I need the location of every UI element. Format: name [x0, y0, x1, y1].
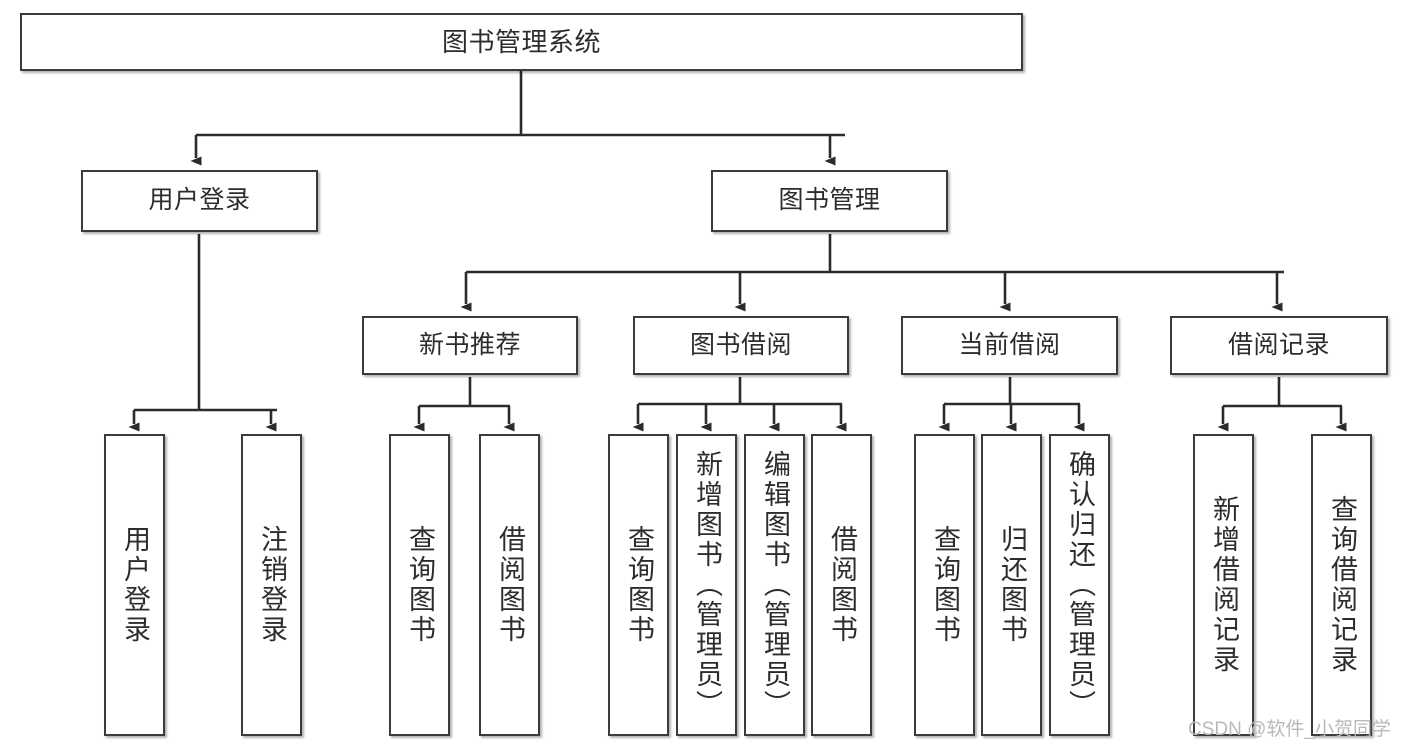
node-user-login[interactable]: 用户登录 — [81, 170, 318, 232]
node-label: 图书管理 — [778, 186, 881, 215]
node-leaf-confirm-return[interactable]: 确认归还（管理员） — [1049, 434, 1110, 736]
node-book-borrow[interactable]: 图书借阅 — [633, 316, 849, 375]
node-label: 图书管理系统 — [441, 26, 601, 57]
node-label: 借阅图书 — [827, 525, 857, 645]
node-label: 图书借阅 — [689, 330, 792, 359]
node-current-borrow[interactable]: 当前借阅 — [901, 316, 1118, 375]
node-new-book-recommend[interactable]: 新书推荐 — [362, 316, 578, 375]
node-label: 用户登录 — [148, 186, 251, 215]
node-root-book-management-system[interactable]: 图书管理系统 — [20, 13, 1023, 71]
node-label: 查询图书 — [930, 525, 960, 645]
node-leaf-borrow-book-1[interactable]: 借阅图书 — [479, 434, 540, 736]
node-label: 查询图书 — [405, 525, 435, 645]
node-leaf-add-book[interactable]: 新增图书（管理员） — [676, 434, 737, 736]
node-leaf-edit-book[interactable]: 编辑图书（管理员） — [744, 434, 805, 736]
node-leaf-query-book-1[interactable]: 查询图书 — [389, 434, 450, 736]
node-label: 编辑图书（管理员） — [760, 450, 790, 720]
node-label: 当前借阅 — [958, 330, 1061, 359]
node-label: 确认归还（管理员） — [1065, 450, 1095, 720]
node-label: 新增图书（管理员） — [692, 450, 722, 720]
node-leaf-add-record[interactable]: 新增借阅记录 — [1193, 434, 1254, 736]
node-leaf-return-book[interactable]: 归还图书 — [981, 434, 1042, 736]
node-book-manage[interactable]: 图书管理 — [711, 170, 948, 232]
node-leaf-query-book-2[interactable]: 查询图书 — [608, 434, 669, 736]
node-leaf-logout[interactable]: 注销登录 — [241, 434, 302, 736]
node-leaf-user-login[interactable]: 用户登录 — [104, 434, 165, 736]
node-label: 注销登录 — [257, 525, 287, 645]
node-leaf-query-record[interactable]: 查询借阅记录 — [1311, 434, 1372, 736]
node-leaf-borrow-book-2[interactable]: 借阅图书 — [811, 434, 872, 736]
node-label: 新书推荐 — [418, 330, 521, 359]
node-label: 新增借阅记录 — [1209, 495, 1239, 675]
node-label: 归还图书 — [997, 525, 1027, 645]
node-label: 借阅记录 — [1227, 330, 1330, 359]
node-borrow-record[interactable]: 借阅记录 — [1170, 316, 1388, 375]
node-label: 查询图书 — [624, 525, 654, 645]
node-label: 用户登录 — [120, 525, 150, 645]
node-leaf-query-book-3[interactable]: 查询图书 — [914, 434, 975, 736]
node-label: 查询借阅记录 — [1327, 495, 1357, 675]
node-label: 借阅图书 — [495, 525, 525, 645]
